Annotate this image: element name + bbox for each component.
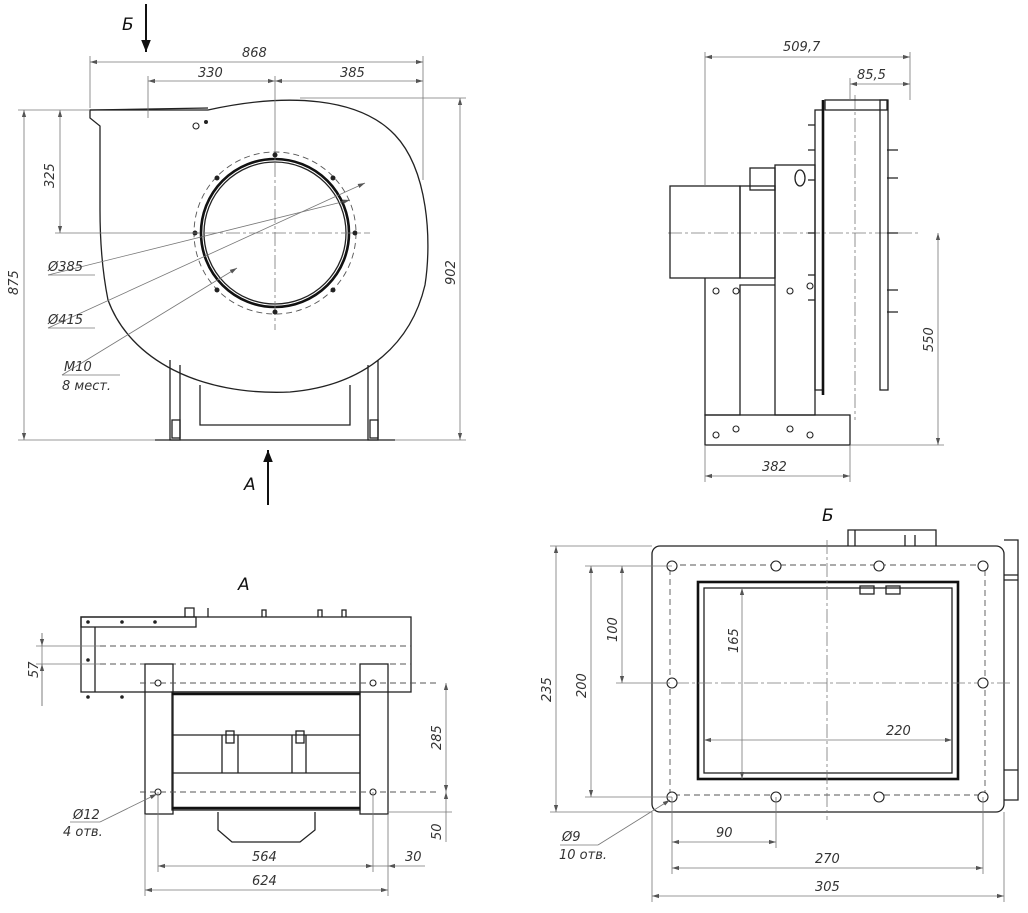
flange-bolt-line (669, 564, 986, 796)
flange-outline (651, 545, 1005, 813)
view-b-housing-side (1004, 539, 1019, 801)
dim-868: 868 (242, 46, 267, 61)
dim-30: 30 (405, 850, 422, 865)
dim-200: 200 (575, 673, 590, 698)
dim-382: 382 (762, 460, 787, 475)
view-a-hole-qty: 4 отв. (63, 825, 103, 840)
side-base (704, 414, 851, 446)
view-b-arrow-label: Б (122, 15, 134, 35)
dim-875: 875 (7, 270, 22, 295)
view-a: А (27, 575, 452, 896)
dim-165: 165 (727, 628, 742, 653)
side-view: 509,7 85,5 550 382 (668, 40, 944, 482)
motor-body (669, 185, 741, 279)
dim-dia-385: Ø385 (47, 260, 83, 275)
flange-opening (696, 580, 960, 781)
dim-305: 305 (815, 880, 840, 895)
front-bolt-dots (192, 120, 358, 315)
fan-housing-outline (89, 99, 429, 393)
dim-285: 285 (430, 725, 445, 750)
dim-90: 90 (716, 826, 733, 841)
flange-hole-qty: 10 отв. (559, 848, 607, 863)
dim-270: 270 (815, 852, 840, 867)
view-a-hole-dia: Ø12 (72, 808, 100, 823)
dim-85-5: 85,5 (857, 68, 886, 83)
dim-57: 57 (27, 661, 42, 678)
thread-size: M10 (64, 360, 92, 375)
view-a-housing (80, 616, 412, 693)
dim-dia-415: Ø415 (47, 313, 83, 328)
dim-624: 624 (252, 874, 277, 889)
front-view: Б А (7, 4, 466, 505)
view-b: Б 235 (540, 506, 1019, 902)
view-a-arrow-label: А (243, 475, 256, 495)
view-b-title: Б (822, 506, 834, 526)
housing-top-edge (89, 107, 209, 111)
view-a-title: А (237, 575, 250, 595)
side-stand (704, 278, 775, 416)
dim-564: 564 (252, 850, 277, 865)
side-holes (712, 282, 814, 439)
flange-holes (666, 560, 989, 803)
dim-550: 550 (922, 327, 937, 352)
front-stand (155, 360, 395, 441)
view-b-housing-top (847, 529, 937, 546)
dim-902: 902 (444, 260, 459, 285)
dim-385: 385 (340, 66, 365, 81)
dim-235: 235 (540, 677, 555, 702)
dim-220: 220 (886, 724, 911, 739)
dim-509-7: 509,7 (783, 40, 821, 55)
dim-50: 50 (430, 823, 445, 840)
fan-casing (774, 164, 816, 416)
flange-hole-dia: Ø9 (561, 830, 581, 845)
thread-qty: 8 мест. (62, 379, 111, 394)
dim-330: 330 (198, 66, 223, 81)
dim-325: 325 (43, 163, 58, 188)
dim-100: 100 (606, 617, 621, 642)
view-a-leg-left (144, 663, 174, 815)
